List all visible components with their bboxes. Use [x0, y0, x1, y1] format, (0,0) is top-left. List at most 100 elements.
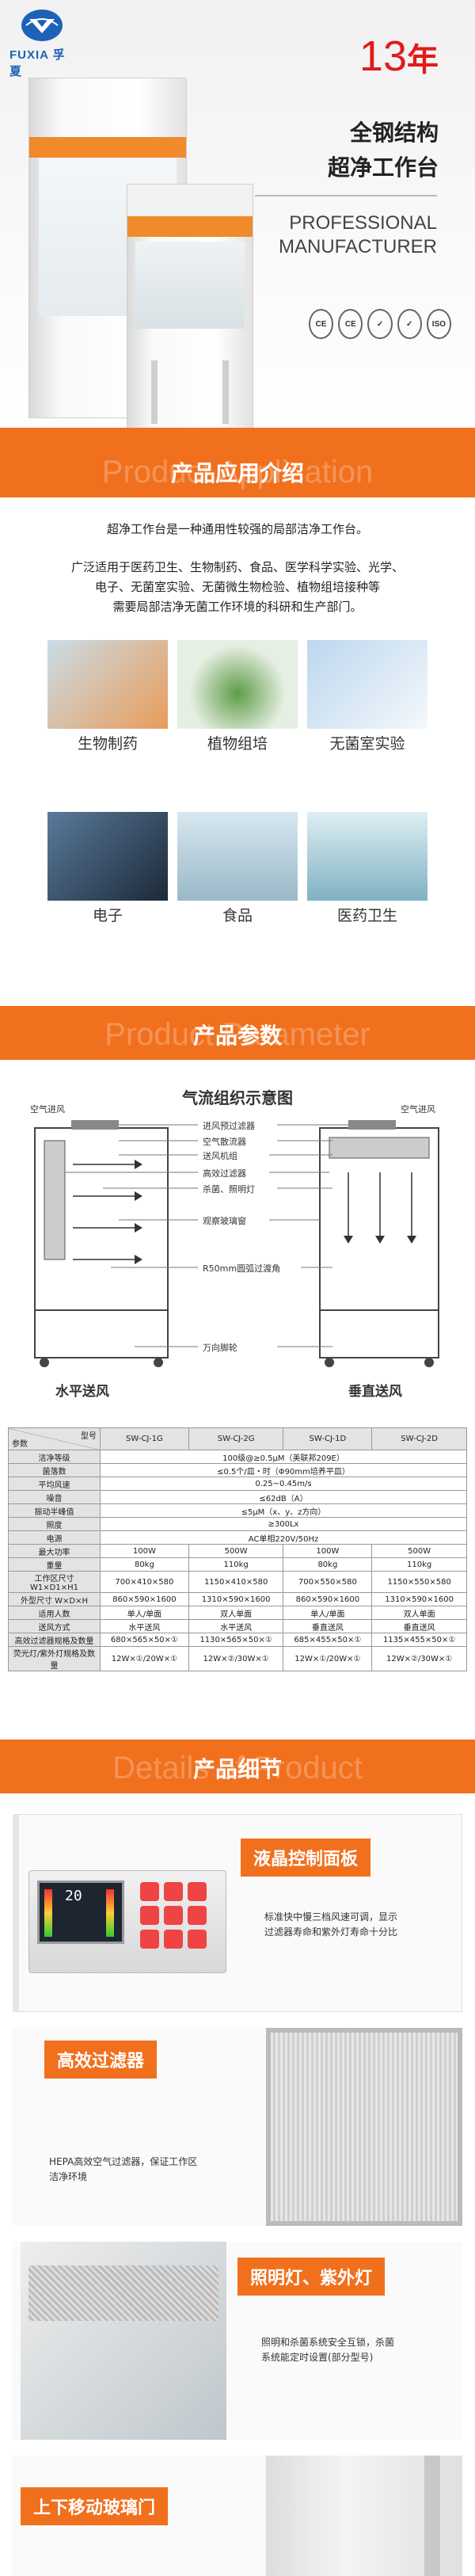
detail-glass-door: 上下移动玻璃门	[13, 2456, 462, 2576]
detail-hepa-filter: 高效过滤器 HEPA高效空气过滤器，保证工作区洁净环境	[13, 2028, 462, 2226]
panel-button	[164, 1882, 183, 1901]
detail-title: 高效过滤器	[44, 2041, 158, 2079]
table-cell: 适用人数	[8, 1606, 101, 1620]
section-title: 产品应用介绍	[170, 460, 304, 486]
detail-title: 液晶控制面板	[241, 1839, 371, 1877]
panel-button	[188, 1906, 207, 1925]
table-cell: 1310×590×1600	[188, 1592, 284, 1606]
table-cell: 860×590×1600	[283, 1592, 373, 1606]
table-cell: 1310×590×1600	[371, 1592, 467, 1606]
panel-button	[188, 1882, 207, 1901]
usage-text-2: 电子、无菌室实验、无菌微生物检验、植物组培接种等	[94, 580, 380, 594]
table-cell: 垂直送风	[283, 1619, 373, 1633]
table-cell: 860×590×1600	[100, 1592, 189, 1606]
biopharma-image	[48, 640, 168, 729]
left-caption: 水平送风	[55, 1384, 109, 1400]
usage-text-1: 广泛适用于医药卫生、生物制药、食品、医学科学实验、光学、	[70, 560, 404, 574]
table-cell: 110kg	[371, 1557, 467, 1572]
table-cell: 菌落数	[8, 1463, 101, 1477]
table-cell: 1135×455×50×①	[371, 1633, 467, 1647]
callout-prefilter: 进风预过滤器	[203, 1121, 255, 1131]
electronics-image	[48, 812, 168, 901]
divider	[255, 195, 437, 196]
usage-text-3: 需要局部洁净无菌工作环境的科研和生产部门。	[112, 600, 363, 614]
table-cell: 700×410×580	[100, 1571, 189, 1593]
table-cell: 0.25~0.45m/s	[100, 1477, 467, 1491]
hero-english-2: MANUFACTURER	[278, 236, 437, 257]
table-cell: 送风方式	[8, 1619, 101, 1633]
right-caption: 垂直送风	[348, 1384, 402, 1400]
iso-icon: ISO	[426, 309, 452, 339]
section-title: 产品参数	[192, 1023, 282, 1049]
table-corner: 型号 参数	[8, 1427, 101, 1450]
brand-logo: FUXIA 孚夏	[10, 10, 78, 78]
table-row: 噪音≤62dB（A）	[8, 1490, 467, 1504]
hero-tagline-1: 全钢结构	[349, 120, 439, 146]
table-cell: 平均风速	[8, 1477, 101, 1491]
table-cell: 高效过滤器规格及数量	[8, 1633, 101, 1647]
callout-arc: R50mm圆弧过渡角	[203, 1263, 281, 1274]
intro-text: 超净工作台是一种通用性较强的局部洁净工作台。	[106, 522, 368, 536]
logo-mark-icon	[21, 10, 63, 41]
table-row: 菌落数≤0.5个/皿・时（Φ90mm培养平皿）	[8, 1463, 467, 1477]
table-cell: 荧光灯/紫外灯规格及数量	[8, 1646, 101, 1671]
table-cell: 680×565×50×①	[100, 1633, 189, 1647]
table-cell: 100W	[100, 1544, 189, 1558]
table-cell: 80kg	[283, 1557, 373, 1572]
table-cell: 1150×410×580	[188, 1571, 284, 1593]
hero-english-1: PROFESSIONAL	[289, 212, 437, 234]
table-cell: 工作区尺寸 W1×D1×H1	[8, 1571, 101, 1593]
table-cell: 12W×②/30W×①	[188, 1646, 284, 1671]
table-cell: 12W×①/20W×①	[283, 1646, 373, 1671]
diagram-title: 气流组织示意图	[182, 1088, 293, 1107]
table-cell: 噪音	[8, 1490, 101, 1504]
table-cell: 110kg	[188, 1557, 284, 1572]
table-cell: 外型尺寸 W×D×H	[8, 1592, 101, 1606]
table-cell: 500W	[371, 1544, 467, 1558]
years-badge: 13年	[359, 32, 439, 80]
panel-button	[188, 1930, 207, 1949]
table-cell: 1150×550×580	[371, 1571, 467, 1593]
table-cell: 700×550×580	[283, 1571, 373, 1593]
model-header: SW-CJ-2G	[188, 1427, 284, 1450]
panel-button	[140, 1906, 159, 1925]
application-tile: 医药卫生	[307, 812, 428, 931]
section-header-application: Product Application 产品应用介绍	[0, 444, 475, 497]
hero-bottom-bar	[0, 428, 475, 444]
table-cell: 12W×①/20W×①	[100, 1646, 189, 1671]
table-cell: ≥300Lx	[100, 1517, 467, 1531]
detail-title: 上下移动玻璃门	[21, 2487, 169, 2525]
section-title: 产品细节	[192, 1756, 282, 1782]
application-tile: 无菌室实验	[307, 640, 428, 759]
table-row: 适用人数单人/单面双人单面单人/单面双人单面	[8, 1606, 467, 1620]
table-cell: 双人单面	[188, 1606, 284, 1620]
airflow-diagram: 空气进风 空气进风 进风预过滤器 空气散流器 送风机组 高效过滤器 杀菌、照明灯…	[16, 1104, 459, 1402]
certification-badges: CE CE ✓ ✓ ISO	[309, 309, 452, 339]
detail-title: 照明灯、紫外灯	[238, 2258, 386, 2296]
panel-button	[140, 1882, 159, 1901]
callout-diffuser: 空气散流器	[203, 1137, 246, 1147]
table-cell: 垂直送风	[371, 1619, 467, 1633]
panel-button	[164, 1906, 183, 1925]
sterile-lab-image	[307, 640, 428, 729]
table-cell: 100级@≥0.5μM（美联邦209E）	[100, 1450, 467, 1464]
table-cell: 100W	[283, 1544, 373, 1558]
table-cell: 500W	[188, 1544, 284, 1558]
table-cell: 最大功率	[8, 1544, 101, 1558]
table-row: 送风方式水平送风水平送风垂直送风垂直送风	[8, 1619, 467, 1633]
table-cell: 685×455×50×①	[283, 1633, 373, 1647]
table-cell: ≤0.5个/皿・时（Φ90mm培养平皿）	[100, 1463, 467, 1477]
ce-icon: CE	[338, 309, 363, 339]
table-cell: 80kg	[100, 1557, 189, 1572]
section-header-details: Details of Product 产品细节	[0, 1740, 475, 1793]
glass-door-image	[266, 2456, 462, 2576]
table-cell: 重量	[8, 1557, 101, 1572]
model-header: SW-CJ-1G	[100, 1427, 189, 1450]
model-header: SW-CJ-1D	[283, 1427, 373, 1450]
table-cell: 照度	[8, 1517, 101, 1531]
plant-culture-image	[177, 640, 298, 729]
